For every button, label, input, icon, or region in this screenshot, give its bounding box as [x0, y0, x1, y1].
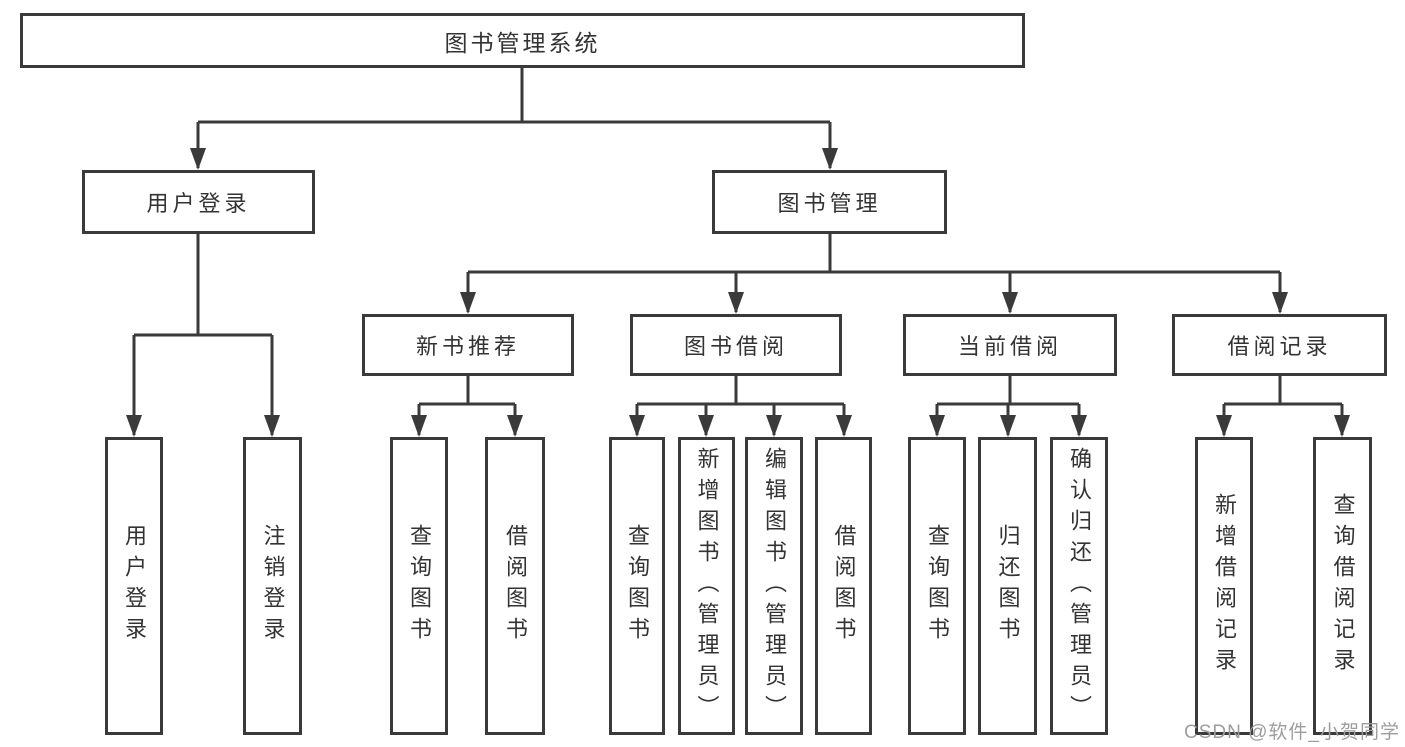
arrowhead-icon [629, 415, 645, 437]
connector-bookmgmt-to-level3 [466, 234, 1282, 312]
arrowheads [126, 148, 1350, 437]
arrowhead-icon [1334, 415, 1350, 437]
node-book-management: 图书管理 [712, 170, 947, 234]
node-book-borrow: 图书借阅 [630, 314, 842, 376]
leaf-confirm-return-admin: 确认归还（管理员） [1050, 437, 1108, 735]
arrowhead-icon [1071, 415, 1087, 437]
leaf-label: 用户登录 [122, 524, 147, 648]
leaf-label: 查询图书 [625, 524, 650, 648]
leaf-label: 借阅图书 [831, 524, 857, 648]
arrowhead-icon [126, 415, 142, 437]
arrowhead-icon [190, 148, 206, 170]
arrowhead-icon [264, 415, 280, 437]
connector-records-to-leaves [1222, 376, 1344, 435]
node-borrow-records: 借阅记录 [1172, 314, 1387, 376]
arrowhead-icon [1272, 292, 1288, 314]
connector-newbooks-to-leaves [417, 376, 517, 435]
leaf-label: 注销登录 [260, 524, 286, 648]
leaf-logout: 注销登录 [243, 437, 302, 735]
leaf-return-books: 归还图书 [978, 437, 1037, 735]
leaf-label: 新增图书（管理员） [694, 446, 720, 726]
leaf-label: 新增借阅记录 [1212, 493, 1237, 679]
node-current-borrow: 当前借阅 [903, 314, 1117, 376]
arrowhead-icon [460, 292, 476, 314]
leaf-label: 归还图书 [995, 524, 1021, 648]
connector-borrow-to-leaves [635, 376, 846, 435]
leaf-label: 编辑图书（管理员） [762, 446, 787, 726]
arrowhead-icon [822, 148, 838, 170]
arrowhead-icon [1000, 415, 1016, 437]
leaf-label: 确认归还（管理员） [1067, 446, 1092, 726]
leaf-user-login: 用户登录 [105, 437, 163, 735]
connector-root-to-level2 [196, 68, 832, 168]
leaf-query-books-current: 查询图书 [908, 437, 966, 735]
leaf-borrow-books-newrec: 借阅图书 [485, 437, 545, 735]
leaf-label: 借阅图书 [503, 524, 528, 648]
leaf-label: 查询图书 [407, 524, 432, 648]
arrowhead-icon [1216, 415, 1232, 437]
arrowhead-icon [507, 415, 523, 437]
arrowhead-icon [698, 415, 714, 437]
leaf-borrow-books: 借阅图书 [815, 437, 872, 735]
leaf-label: 查询借阅记录 [1330, 493, 1356, 679]
arrowhead-icon [1002, 292, 1018, 314]
node-user-login: 用户登录 [82, 170, 315, 234]
leaf-edit-books-admin: 编辑图书（管理员） [745, 437, 803, 735]
arrowhead-icon [766, 415, 782, 437]
arrowhead-icon [929, 415, 945, 437]
leaf-query-books-newrec: 查询图书 [390, 437, 448, 735]
leaf-query-books-borrow: 查询图书 [609, 437, 665, 735]
leaf-add-books-admin: 新增图书（管理员） [678, 437, 735, 735]
csdn-watermark: CSDN @软件_小贺同学 [1184, 722, 1400, 743]
node-root-system: 图书管理系统 [20, 13, 1025, 68]
arrowhead-icon [411, 415, 427, 437]
arrowhead-icon [728, 292, 744, 314]
leaf-add-borrow-record: 新增借阅记录 [1195, 437, 1253, 735]
node-new-book-recommend: 新书推荐 [362, 314, 574, 376]
leaf-query-borrow-record: 查询借阅记录 [1313, 437, 1372, 735]
arrowhead-icon [836, 415, 852, 437]
connector-userlogin-to-leaves [132, 234, 274, 435]
leaf-label: 查询图书 [925, 524, 950, 648]
